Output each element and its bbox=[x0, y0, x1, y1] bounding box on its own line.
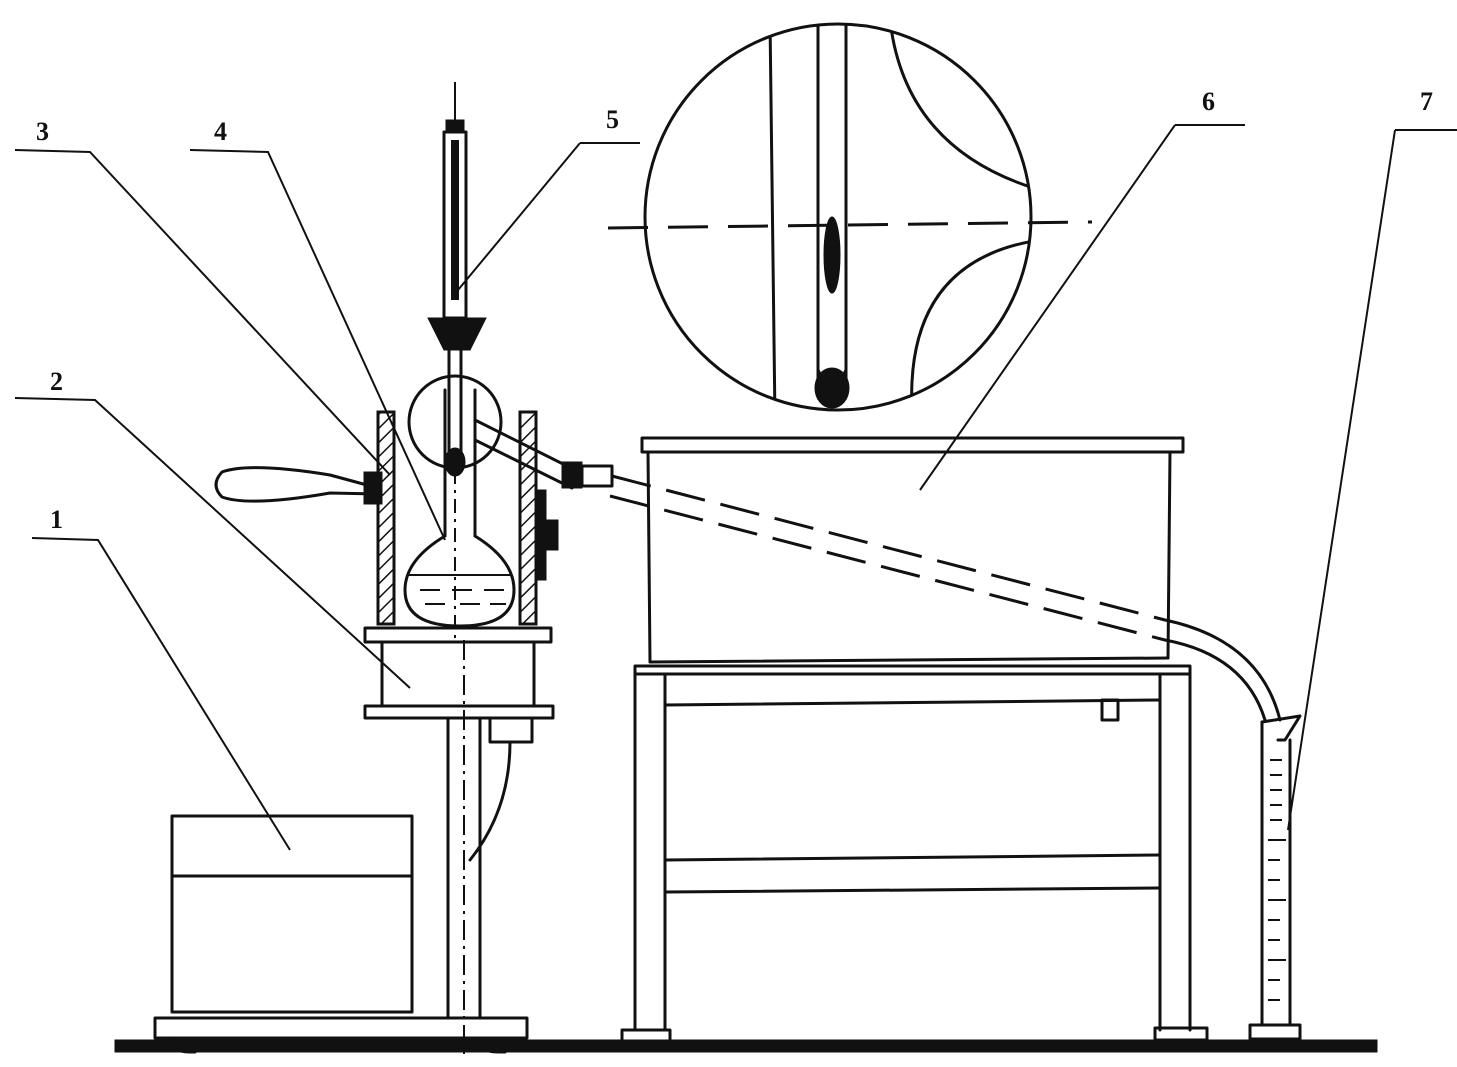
magnified-inset bbox=[607, 22, 1093, 412]
floor-line bbox=[114, 1039, 1378, 1053]
container-1 bbox=[170, 814, 414, 1014]
stand-rod bbox=[446, 640, 482, 1060]
graduated-cylinder-7 bbox=[1248, 714, 1302, 1041]
label-7: 7 bbox=[1420, 87, 1433, 116]
label-4: 4 bbox=[214, 117, 227, 146]
label-5: 5 bbox=[606, 105, 619, 134]
leader-lines bbox=[14, 124, 1457, 851]
label-6: 6 bbox=[1202, 87, 1215, 116]
flask-4 bbox=[403, 388, 614, 628]
label-2: 2 bbox=[50, 367, 63, 396]
shield-3 bbox=[214, 410, 559, 626]
condenser-tube bbox=[609, 474, 1282, 722]
condenser-bath-6 bbox=[640, 436, 1185, 664]
label-1: 1 bbox=[50, 505, 63, 534]
thermometer-5 bbox=[407, 82, 503, 640]
table bbox=[620, 664, 1209, 1044]
heater-support-2 bbox=[363, 626, 555, 720]
label-3: 3 bbox=[36, 117, 49, 146]
stand-base bbox=[153, 1016, 529, 1054]
